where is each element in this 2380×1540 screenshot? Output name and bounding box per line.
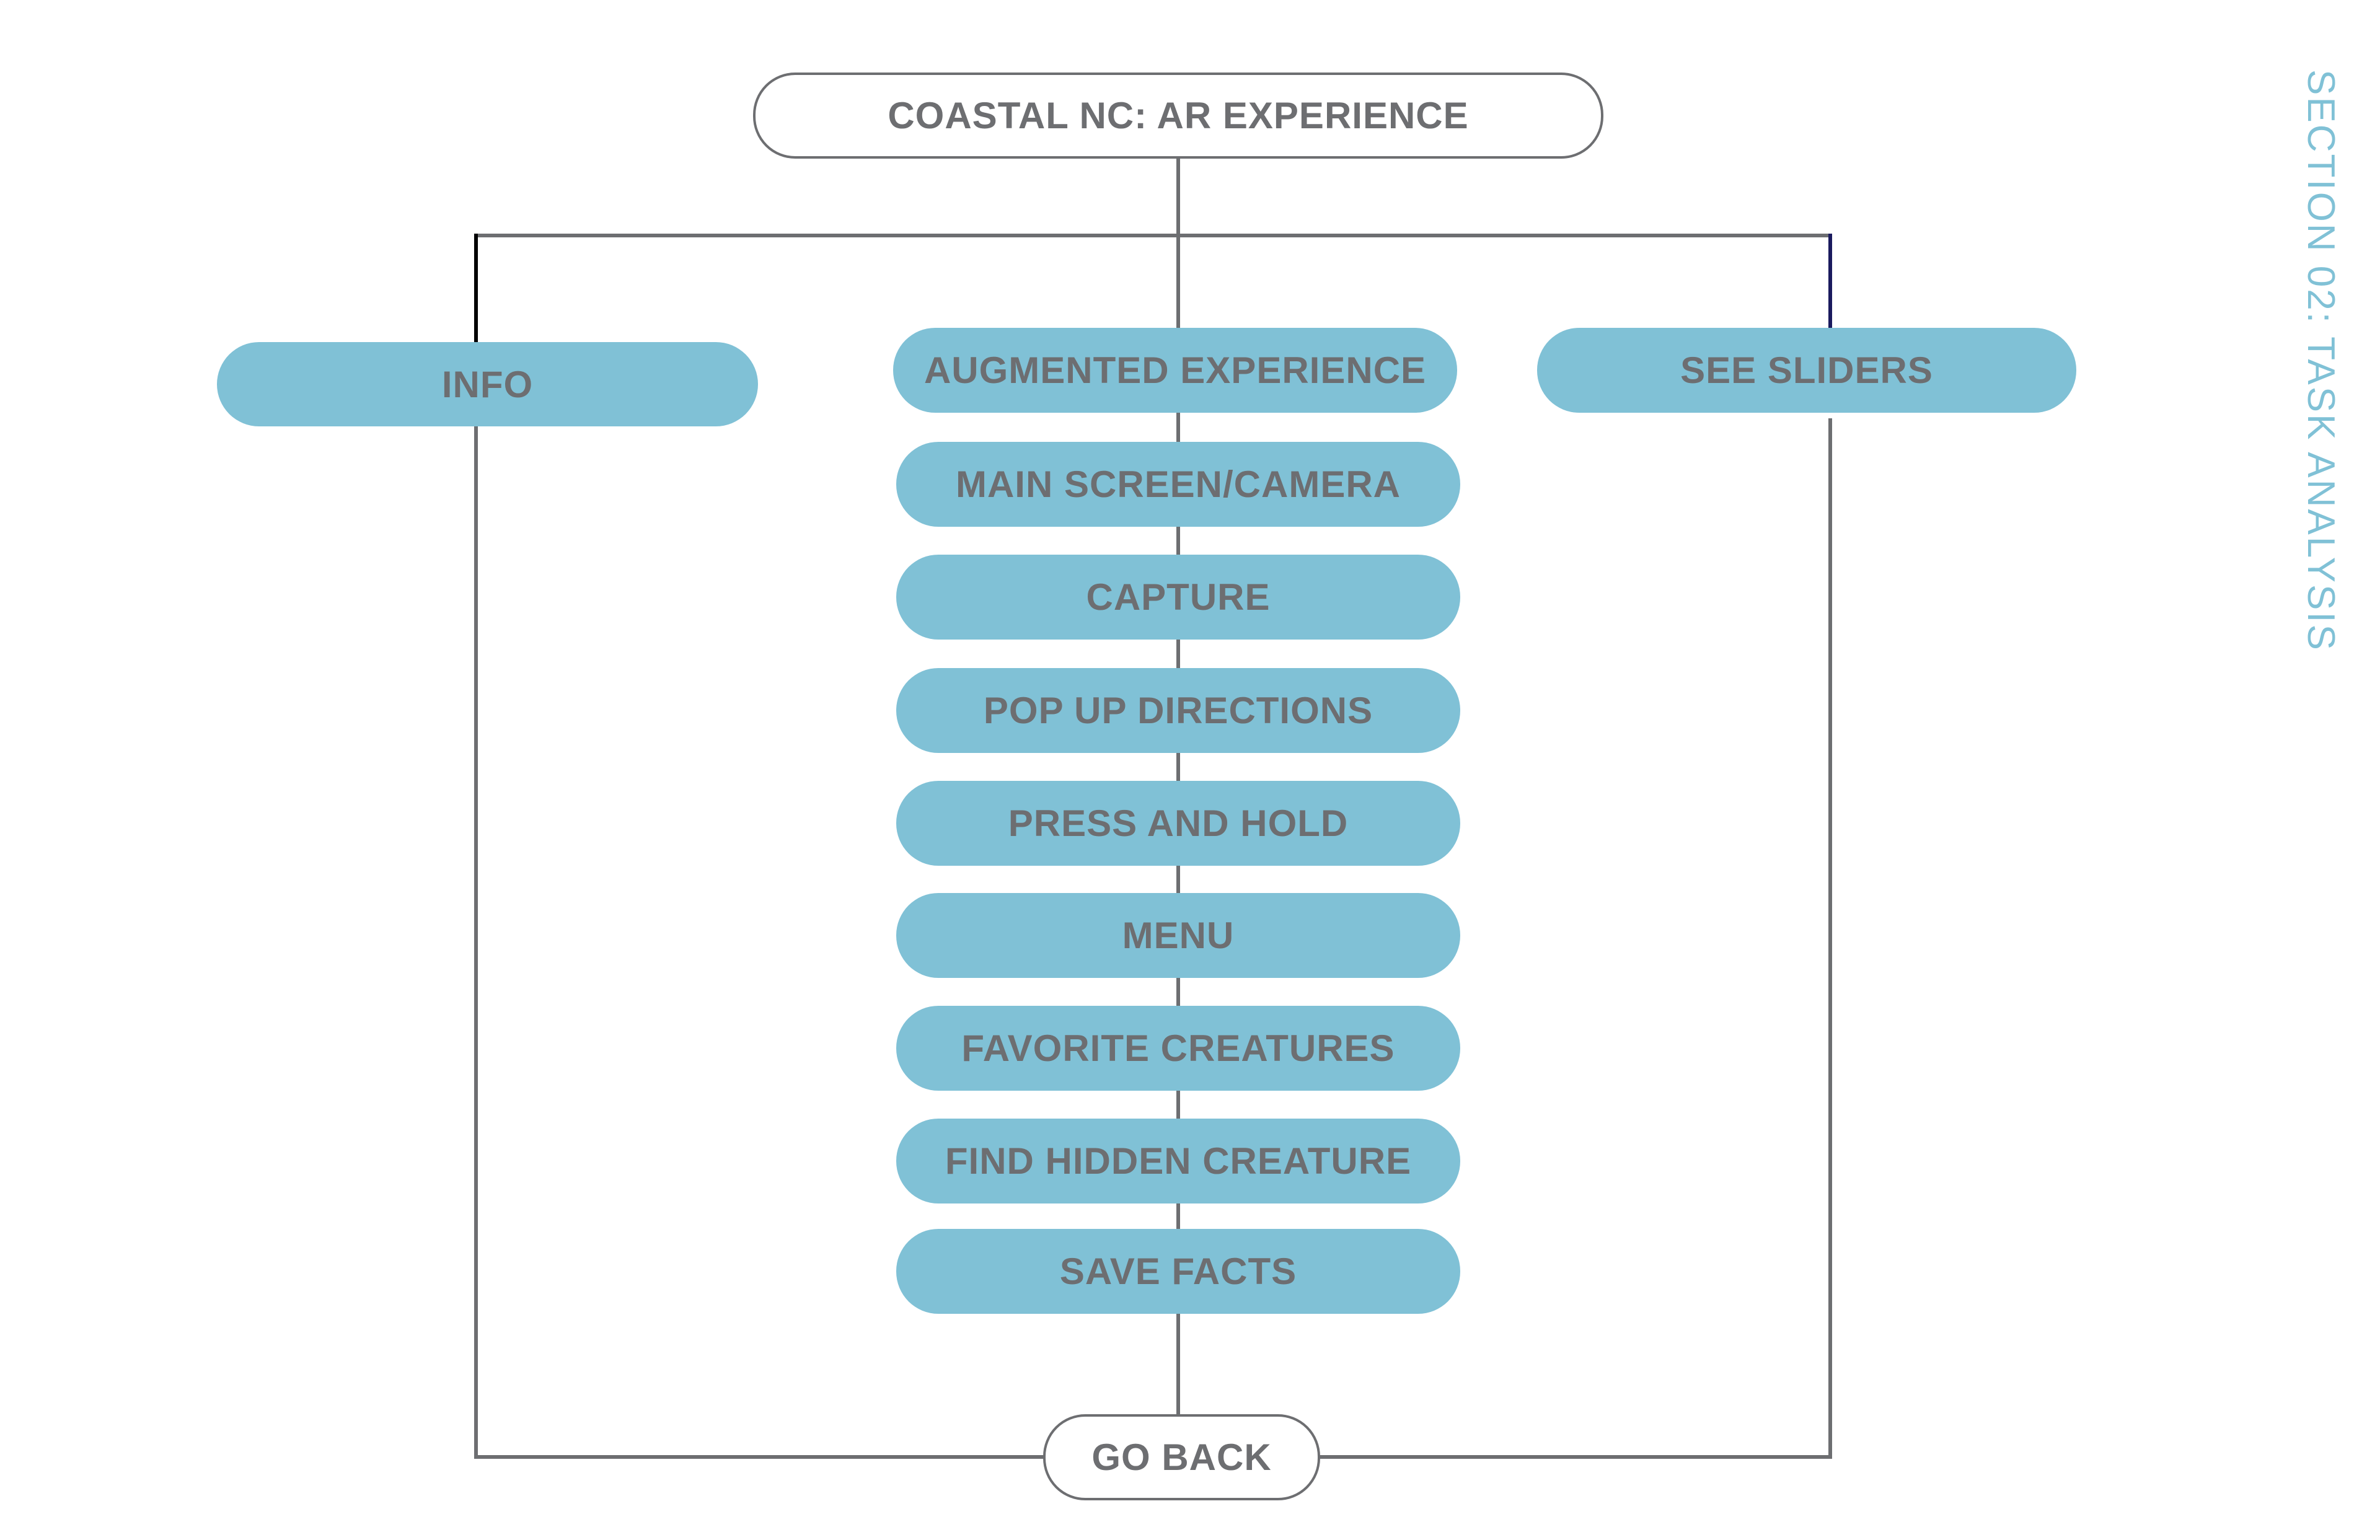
- connector-bus-to-see-sliders: [1828, 234, 1832, 328]
- augmented-experience-node: AUGMENTED EXPERIENCE: [893, 328, 1457, 413]
- step-label: POP UP DIRECTIONS: [983, 690, 1373, 731]
- connector-title-to-bus: [1176, 159, 1180, 328]
- info-label: INFO: [441, 363, 534, 405]
- step-label: FIND HIDDEN CREATURE: [945, 1140, 1412, 1182]
- go-back-label: GO BACK: [1091, 1437, 1272, 1478]
- connector-top-bus: [474, 234, 1832, 237]
- step-node-save-facts: SAVE FACTS: [896, 1229, 1460, 1314]
- step-label: FAVORITE CREATURES: [961, 1027, 1395, 1069]
- step-label: SAVE FACTS: [1059, 1251, 1297, 1292]
- connector-bus-to-info: [474, 234, 478, 342]
- step-node-favorite-creatures: FAVORITE CREATURES: [896, 1006, 1460, 1091]
- step-node-menu: MENU: [896, 893, 1460, 978]
- step-node-find-hidden-creature: FIND HIDDEN CREATURE: [896, 1119, 1460, 1203]
- connector-bottom-right: [1319, 1455, 1832, 1459]
- step-node-capture: CAPTURE: [896, 555, 1460, 640]
- step-node-main-screen-camera: MAIN SCREEN/CAMERA: [896, 442, 1460, 527]
- connector-see-sliders-down: [1828, 418, 1832, 1459]
- section-label: SECTION 02: TASK ANALYSIS: [2299, 69, 2342, 652]
- augmented-experience-label: AUGMENTED EXPERIENCE: [923, 350, 1427, 391]
- step-label: CAPTURE: [1086, 576, 1271, 618]
- connector-info-down: [474, 426, 478, 1459]
- go-back-node: GO BACK: [1043, 1414, 1320, 1500]
- connector-bottom-left: [474, 1455, 1044, 1459]
- title-node: COASTAL NC: AR EXPERIENCE: [753, 73, 1603, 159]
- step-label: MENU: [1122, 915, 1235, 956]
- step-node-press-and-hold: PRESS AND HOLD: [896, 781, 1460, 866]
- step-node-pop-up-directions: POP UP DIRECTIONS: [896, 668, 1460, 753]
- info-node: INFO: [217, 342, 758, 426]
- title-label: COASTAL NC: AR EXPERIENCE: [888, 95, 1469, 136]
- step-label: MAIN SCREEN/CAMERA: [955, 464, 1401, 505]
- see-sliders-label: SEE SLIDERS: [1680, 350, 1933, 391]
- step-label: PRESS AND HOLD: [1008, 803, 1349, 844]
- see-sliders-node: SEE SLIDERS: [1537, 328, 2076, 413]
